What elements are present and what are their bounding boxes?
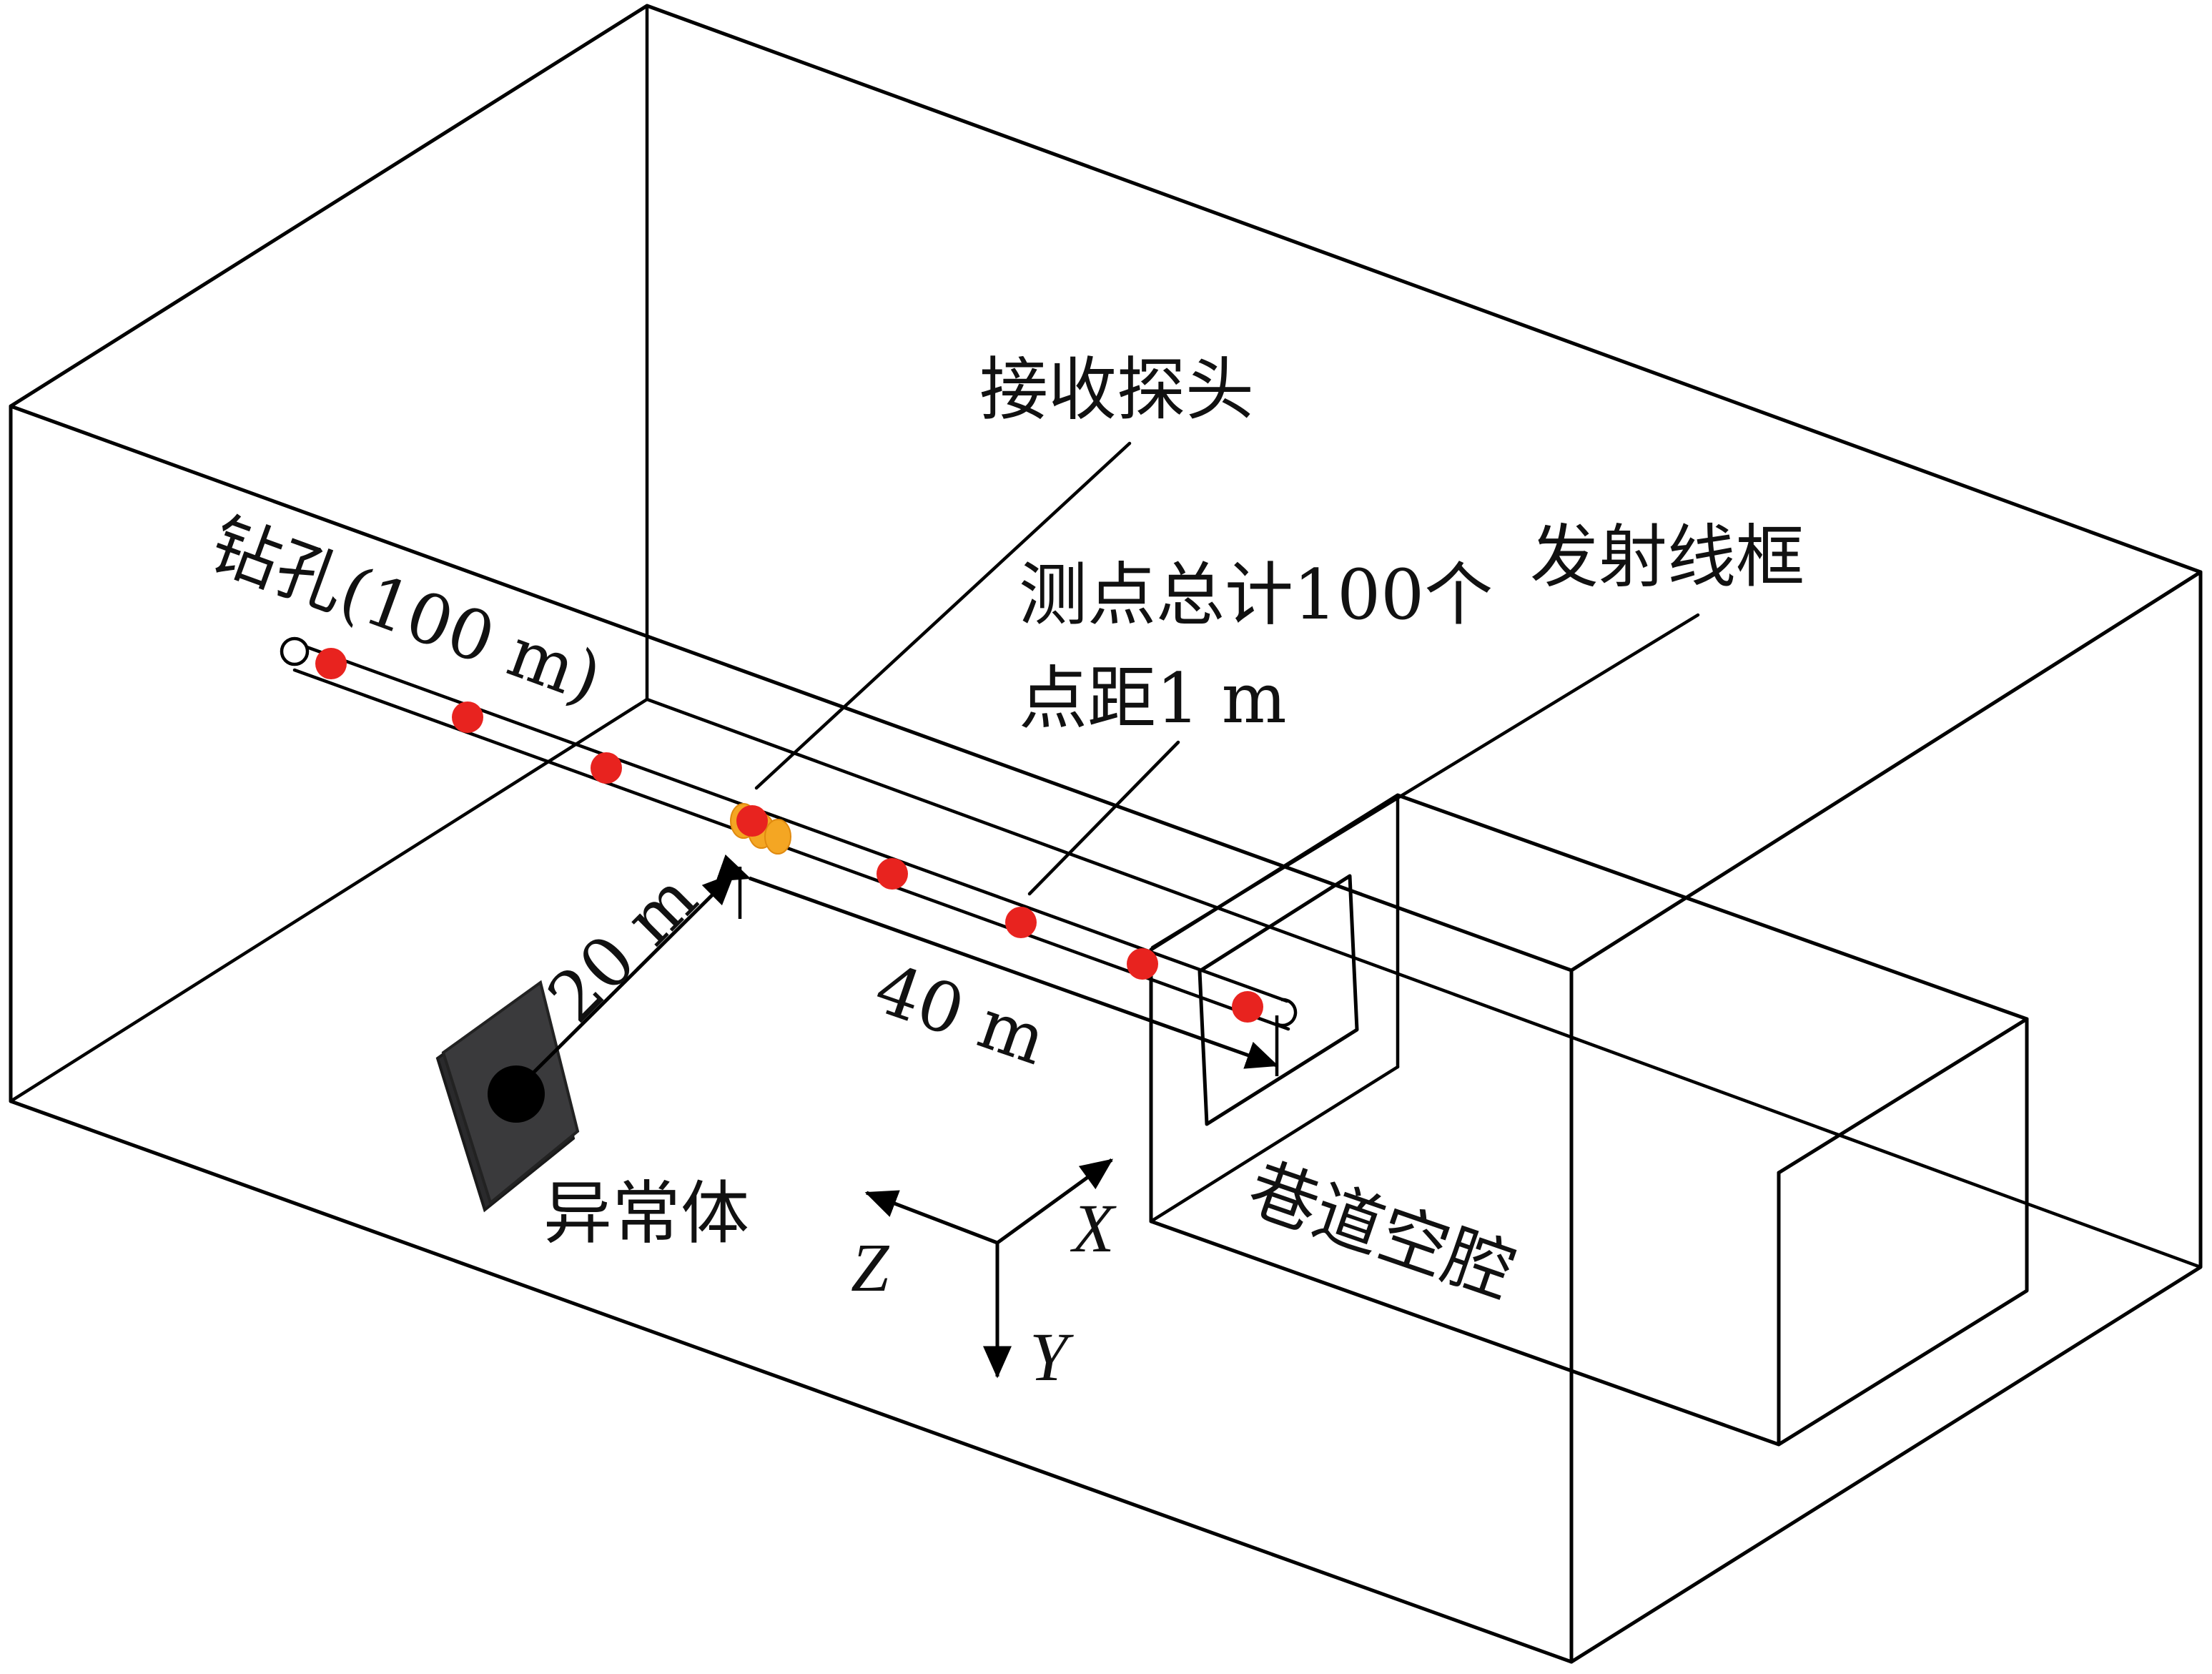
box-edge-front-top — [9, 404, 1574, 973]
measurement-point — [1127, 948, 1158, 980]
label-measure-points-line2: 点距1 m — [1019, 659, 1287, 739]
leader-receiver-probe — [754, 441, 1132, 790]
dimension-40m-arrow — [716, 854, 1279, 1069]
box-edge-back-bottom-right — [645, 697, 2203, 1269]
dimension-20m-arrow — [488, 872, 735, 1118]
borehole-start-icon — [280, 636, 310, 666]
probe-segment — [764, 819, 791, 855]
borehole-end-icon — [1276, 998, 1298, 1028]
x-axis-label: X — [1070, 1190, 1117, 1266]
tunnel-outline — [1149, 793, 2029, 1447]
tunnel-edge-top-right — [1777, 1017, 2029, 1175]
leader-transmit-loop — [1150, 613, 1700, 950]
label-borehole: 钻孔(100 m) — [200, 503, 612, 719]
transmit-loop — [1198, 874, 1359, 1126]
measurement-point — [591, 752, 622, 784]
label-dist-20m: 20 m — [533, 858, 713, 1038]
label-anomaly-body: 异常体 — [543, 1173, 749, 1254]
label-tunnel-cavity: 巷道空腔 — [1239, 1148, 1525, 1314]
box-edge-right-top — [1569, 570, 2203, 973]
z-axis-label: Z — [851, 1229, 890, 1306]
anomaly-center-icon — [488, 1065, 545, 1123]
leader-measure-points — [1027, 740, 1180, 896]
measurement-point — [1005, 907, 1037, 938]
measurement-point — [315, 648, 347, 679]
y-axis-label: Y — [1030, 1319, 1074, 1395]
model-box — [9, 4, 2203, 1664]
measurement-point — [452, 701, 483, 733]
label-measure-points-line1: 测点总计100个 — [1019, 555, 1493, 635]
label-receiver-probe: 接收探头 — [979, 350, 1254, 430]
label-transmit-loop: 发射线框 — [1530, 517, 1804, 597]
measurement-point — [736, 805, 768, 837]
tunnel-edge-back-bottom — [1149, 1065, 1400, 1224]
box-outline — [9, 4, 2203, 1664]
label-dist-40m: 40 m — [866, 948, 1057, 1080]
tunnel-cavity — [1149, 793, 2029, 1447]
measurement-point — [1232, 991, 1263, 1023]
box-edge-back-bottom-left — [9, 697, 649, 1103]
z-axis-arrow — [864, 1190, 998, 1245]
coordinate-axes: Z X Y — [851, 1158, 1117, 1395]
measurement-point — [877, 858, 908, 890]
x-axis-arrow — [996, 1158, 1114, 1245]
